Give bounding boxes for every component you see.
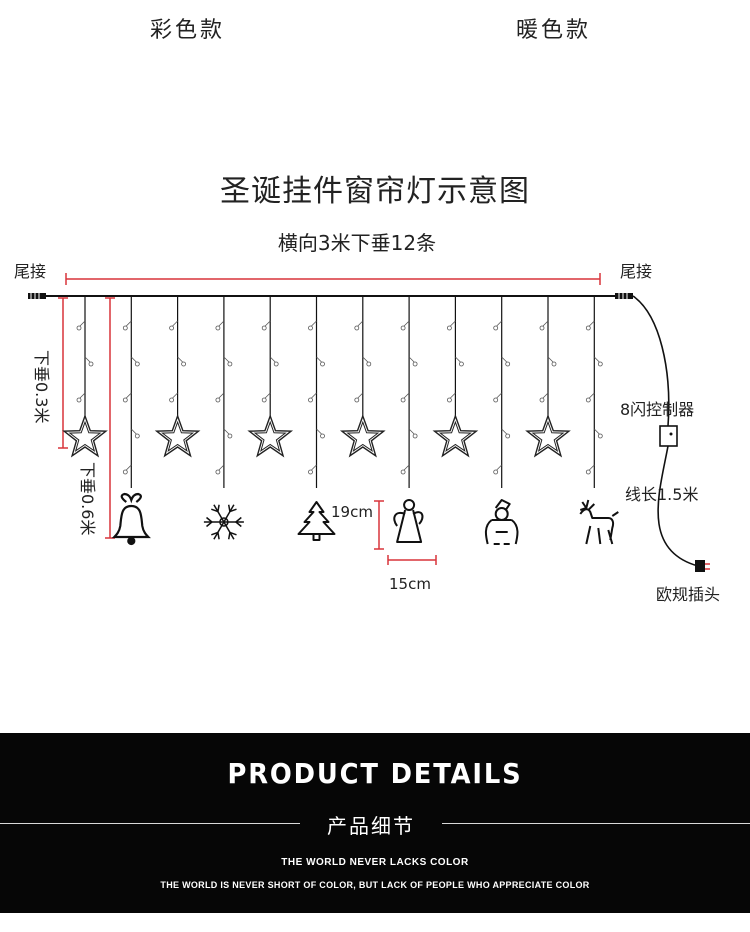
tail-left-label: 尾接	[14, 262, 46, 281]
light-strands	[62, 297, 619, 546]
power-cable-lower	[657, 445, 699, 567]
star-icon	[154, 413, 201, 458]
santa-icon	[484, 499, 519, 545]
power-cable-upper	[632, 295, 670, 427]
reindeer-icon	[579, 499, 619, 545]
strand-snowflake	[203, 297, 244, 540]
diagram-title: 圣诞挂件窗帘灯示意图	[220, 174, 530, 209]
curtain-light-diagram: 横向3米下垂12条 尾接 尾接 8闪控制器 线长1.5米 欧规插头 下垂0.3米	[14, 231, 720, 604]
strand-santa	[484, 297, 519, 545]
strand-bell	[111, 297, 151, 546]
star-icon	[62, 413, 108, 458]
eu-plug-icon	[695, 560, 710, 572]
christmas-tree-icon	[297, 501, 336, 541]
divider-left	[0, 823, 300, 824]
plug-label: 欧规插头	[656, 585, 720, 604]
tail-right-label: 尾接	[620, 262, 652, 281]
tagline-primary: THE WORLD NEVER LACKS COLOR	[281, 857, 469, 868]
drop-short-label: 下垂0.3米	[32, 350, 51, 423]
star-icon	[525, 413, 571, 458]
right-connector-icon	[615, 293, 633, 299]
divider-right	[442, 823, 750, 824]
star-icon	[247, 413, 294, 458]
tagline-secondary: THE WORLD IS NEVER SHORT OF COLOR, BUT L…	[160, 880, 590, 890]
strand-angel	[393, 297, 424, 543]
angel-icon	[393, 499, 424, 543]
strand-star	[62, 297, 108, 458]
strand-star	[247, 297, 294, 458]
controller-icon	[659, 425, 678, 447]
width-label: 横向3米下垂12条	[278, 231, 436, 255]
pendant-height-label: 19cm	[331, 503, 373, 521]
strand-reindeer	[579, 297, 619, 545]
cable-length-label: 线长1.5米	[625, 485, 698, 504]
variant-warm-label: 暖色款	[516, 18, 592, 43]
controller-label: 8闪控制器	[620, 400, 694, 419]
strand-star	[432, 297, 479, 458]
pendant-width-label: 15cm	[389, 575, 431, 593]
product-details-band: PRODUCT DETAILS 产品细节 THE WORLD NEVER LAC…	[0, 733, 750, 913]
strand-christmas-tree	[297, 297, 336, 541]
details-subtitle: 产品细节	[327, 814, 415, 838]
star-icon	[339, 413, 386, 458]
bell-icon	[111, 492, 151, 546]
strand-star	[339, 297, 386, 458]
snowflake-icon	[203, 504, 244, 540]
star-icon	[432, 413, 479, 458]
variant-colorful-label: 彩色款	[150, 18, 226, 43]
details-title: PRODUCT DETAILS	[227, 757, 523, 790]
drop-long-label: 下垂0.6米	[78, 462, 97, 535]
strand-star	[154, 297, 201, 458]
strand-star	[525, 297, 571, 458]
left-connector-icon	[28, 293, 46, 299]
